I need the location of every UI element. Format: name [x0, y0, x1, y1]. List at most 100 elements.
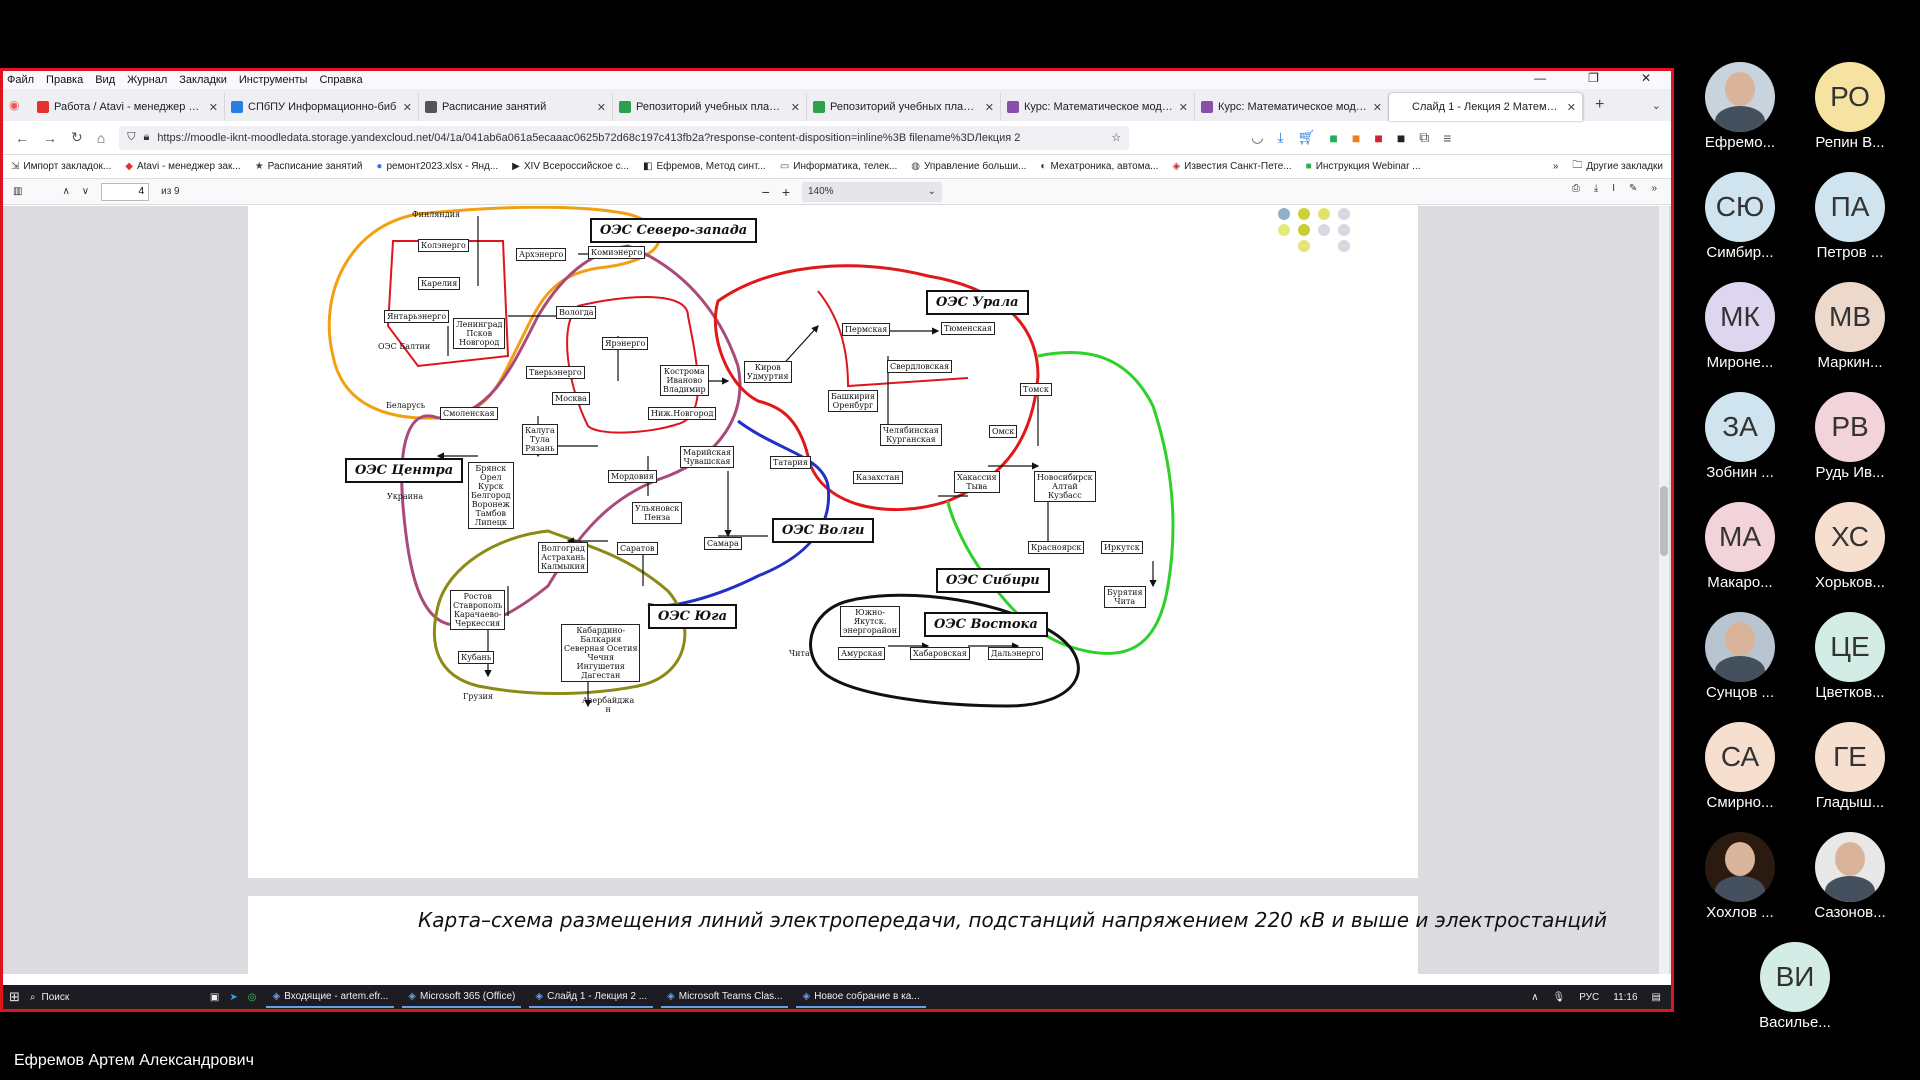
taskbar-app[interactable]: ◈Слайд 1 - Лекция 2 ...: [529, 986, 654, 1008]
extension-red-icon[interactable]: ■: [1374, 129, 1383, 146]
menu-history[interactable]: Журнал: [127, 74, 168, 86]
tab-close-icon[interactable]: ✕: [984, 101, 994, 114]
microphone-icon[interactable]: 🎙︎: [1552, 991, 1566, 1003]
close-window-icon[interactable]: ✕: [1640, 71, 1651, 85]
browser-tab[interactable]: СПбПУ Информационно-биб✕: [225, 93, 419, 121]
bookmark-item[interactable]: ◧Ефремов, Метод синт...: [643, 161, 766, 172]
taskbar-search[interactable]: ⌕Поиск: [29, 991, 70, 1003]
tab-list-icon[interactable]: ⌄: [1651, 100, 1661, 112]
extensions-icon[interactable]: ⧉: [1419, 129, 1430, 145]
bookmark-item[interactable]: ★Расписание занятий: [254, 161, 363, 172]
menu-edit[interactable]: Правка: [46, 74, 84, 86]
more-tools-icon[interactable]: »: [1651, 183, 1657, 194]
bookmark-item[interactable]: ●ремонт2023.xlsx - Янд...: [376, 161, 499, 172]
tab-close-icon[interactable]: ✕: [1372, 101, 1382, 114]
menu-bookmarks[interactable]: Закладки: [179, 74, 227, 86]
forward-icon[interactable]: →: [43, 129, 57, 146]
firefox-view-icon[interactable]: ◉: [9, 98, 20, 112]
browser-tab[interactable]: Слайд 1 - Лекция 2 Математическ✕: [1389, 93, 1583, 121]
prev-page-icon[interactable]: ∧: [62, 186, 70, 197]
bookmark-item[interactable]: ■Инструкция Webinar ...: [1305, 161, 1421, 172]
bookmark-item[interactable]: ▭Информатика, телек...: [779, 161, 898, 172]
tab-close-icon[interactable]: ✕: [596, 101, 606, 114]
browser-tab[interactable]: Расписание занятий✕: [419, 93, 613, 121]
taskbar-app[interactable]: ◈Новое собрание в ка...: [796, 986, 926, 1008]
bookmark-item[interactable]: ▶XIV Всероссийское с...: [512, 161, 630, 172]
reload-icon[interactable]: ↻: [71, 129, 83, 145]
bookmark-item[interactable]: ◍Управление больши...: [911, 161, 1027, 172]
zoom-in-icon[interactable]: +: [781, 183, 790, 200]
tray-chevron-icon[interactable]: ∧: [1531, 991, 1539, 1003]
home-icon[interactable]: ⌂: [96, 129, 106, 146]
star-icon[interactable]: ☆: [1111, 132, 1122, 144]
notifications-icon[interactable]: ▤: [1651, 991, 1661, 1003]
zoom-out-icon[interactable]: −: [761, 183, 770, 200]
pocket-icon[interactable]: ◡: [1251, 129, 1264, 145]
participant-tile[interactable]: Сунцов ...: [1680, 612, 1800, 701]
browser-tab[interactable]: Репозиторий учебных планов✕: [807, 93, 1001, 121]
taskbar-app[interactable]: ◈Входящие - artem.efr...: [266, 986, 395, 1008]
back-icon[interactable]: ←: [15, 129, 29, 146]
new-tab-icon[interactable]: +: [1595, 96, 1605, 113]
next-page-icon[interactable]: ∨: [81, 186, 90, 197]
tab-close-icon[interactable]: ✕: [402, 101, 412, 114]
page-number-input[interactable]: [101, 182, 150, 201]
clock[interactable]: 11:16: [1613, 991, 1638, 1003]
telegram-icon[interactable]: ➤: [229, 991, 238, 1003]
bookmark-item[interactable]: ◐Мехатроника, автома...: [1040, 161, 1159, 172]
menu-help[interactable]: Справка: [319, 74, 363, 86]
download-icon[interactable]: ⤓: [1277, 129, 1284, 145]
menu-tools[interactable]: Инструменты: [238, 74, 308, 86]
extension-green-icon[interactable]: ■: [1329, 129, 1338, 146]
browser-tab[interactable]: Курс: Математическое модел✕: [1195, 93, 1389, 121]
restore-icon[interactable]: ❐: [1588, 71, 1599, 85]
pdf-viewer[interactable]: ОЭС Северо-запада ОЭС Урала ОЭС Центра О…: [3, 206, 1671, 974]
tab-close-icon[interactable]: ✕: [1566, 101, 1576, 114]
sidebar-toggle-icon[interactable]: ▥: [13, 186, 23, 197]
shield-icon[interactable]: ⛉: [127, 131, 136, 143]
bookmark-item[interactable]: ◆Atavi - менеджер зак...: [125, 161, 241, 172]
bookmarks-overflow-icon[interactable]: »: [1552, 161, 1559, 172]
extension-orange-icon[interactable]: ■: [1351, 129, 1361, 146]
task-view-icon[interactable]: ▣: [209, 991, 220, 1003]
print-icon[interactable]: ⎙: [1571, 183, 1580, 194]
menu-view[interactable]: Вид: [95, 74, 116, 86]
participant-tile[interactable]: Сазонов...: [1790, 832, 1910, 921]
cart-icon[interactable]: 🛒︎: [1297, 129, 1316, 145]
scrollbar-thumb[interactable]: [1660, 486, 1668, 556]
other-bookmarks[interactable]: 🗀Другие закладки: [1572, 158, 1663, 175]
zoom-select[interactable]: 140%⌄: [802, 181, 942, 202]
whatsapp-icon[interactable]: ◎: [247, 991, 257, 1003]
text-tool-icon[interactable]: I: [1612, 183, 1616, 194]
bookmark-item[interactable]: ⇲Импорт закладок...: [11, 161, 112, 172]
participant-tile[interactable]: Хохлов ...: [1680, 832, 1800, 921]
minimize-icon[interactable]: —: [1534, 71, 1547, 85]
tab-close-icon[interactable]: ✕: [790, 101, 800, 114]
windows-start-icon[interactable]: ⊞: [9, 989, 20, 1004]
browser-tab[interactable]: Репозиторий учебных планов✕: [613, 93, 807, 121]
app-menu-icon[interactable]: ≡: [1443, 129, 1452, 146]
draw-tool-icon[interactable]: ✎: [1629, 183, 1638, 194]
browser-tab[interactable]: Работа / Atavi - менеджер зак✕: [31, 93, 225, 121]
bookmark-item[interactable]: ◈Известия Санкт-Пете...: [1172, 161, 1292, 172]
url-bar[interactable]: ⛉ 🔒︎ https://moodle-iknt-moodledata.stor…: [119, 125, 1130, 150]
tab-close-icon[interactable]: ✕: [208, 101, 218, 114]
browser-tab[interactable]: Курс: Математическое модел✕: [1001, 93, 1195, 121]
vertical-scrollbar[interactable]: [1659, 206, 1669, 974]
language-indicator[interactable]: РУС: [1579, 991, 1600, 1003]
tab-close-icon[interactable]: ✕: [1178, 101, 1188, 114]
taskbar-app[interactable]: ◈Microsoft Teams Clas...: [661, 986, 789, 1008]
extension-dark-icon[interactable]: ■: [1396, 129, 1406, 146]
